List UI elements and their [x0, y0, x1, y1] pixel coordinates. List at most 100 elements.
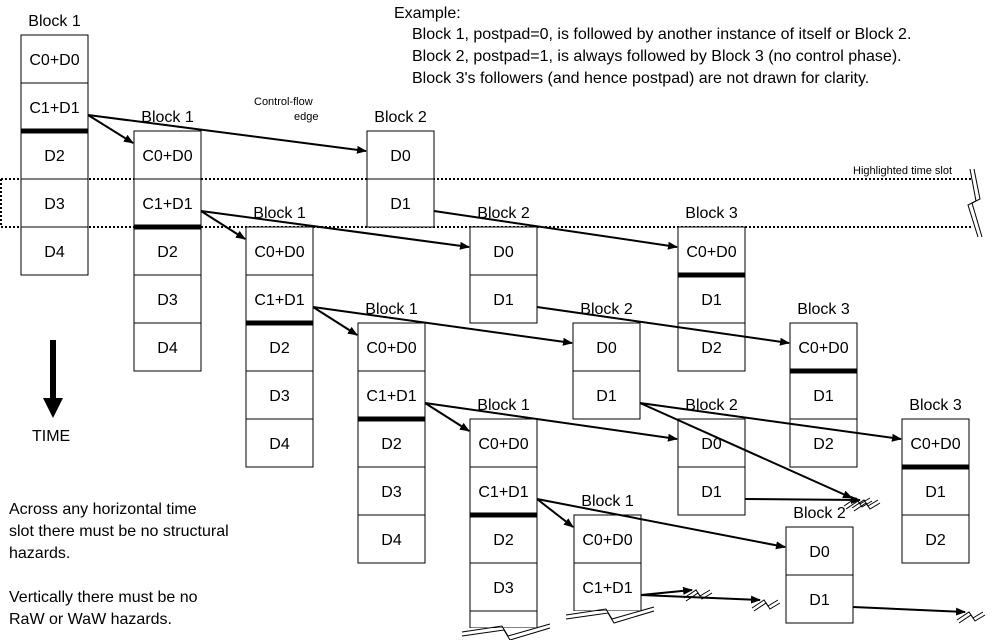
block-cell: D1: [390, 196, 411, 213]
break-mark-icon: [461, 623, 551, 640]
control-flow-edge: [312, 306, 573, 346]
block-cell: C0+D0: [254, 244, 304, 261]
control-flow-edge: [200, 210, 246, 240]
block-cell: D1: [925, 484, 946, 501]
break-mark-icon: [751, 599, 781, 612]
break-mark-icon: [851, 499, 881, 512]
block-cell: D3: [157, 292, 178, 309]
vertical-note-1: Vertically there must be no: [9, 589, 198, 606]
block-cell: D3: [493, 580, 514, 597]
control-flow-edge-label-2: edge: [294, 111, 319, 123]
block-cell: D3: [269, 388, 290, 405]
example-line-2: Block 2, postpad=1, is always followed b…: [412, 48, 902, 65]
block-cell: D4: [381, 532, 402, 549]
example-line-1: Block 1, postpad=0, is followed by anoth…: [412, 26, 912, 43]
block-cell: D0: [701, 436, 722, 453]
structural-note-2: slot there must be no structural: [9, 523, 229, 540]
block-cell: D1: [813, 388, 834, 405]
block-title: Block 3: [685, 205, 738, 222]
block-cell: C0+D0: [142, 148, 192, 165]
block-title: Block 2: [477, 205, 530, 222]
block-cell: D2: [381, 436, 402, 453]
block-title: Block 1: [141, 109, 194, 126]
control-flow-edge: [744, 495, 861, 504]
control-flow-edge: [433, 210, 678, 250]
example-line-3: Block 3's followers (and hence postpad) …: [412, 70, 870, 87]
block-title: Block 3: [909, 397, 962, 414]
block-cell: C1+D1: [254, 292, 304, 309]
block-cell: D0: [809, 544, 830, 561]
block-cell: D2: [269, 340, 290, 357]
block-cell: D2: [157, 244, 178, 261]
control-flow-edge: [87, 114, 367, 154]
block-title: Block 2: [685, 397, 738, 414]
time-arrow-icon: [43, 340, 63, 418]
block-cell: D1: [596, 388, 617, 405]
block-title: Block 1: [253, 205, 306, 222]
break-mark-icon: [956, 611, 986, 624]
block-title: Block 1: [28, 13, 81, 30]
control-flow-edge: [200, 210, 470, 250]
control-flow-edge: [536, 498, 786, 550]
block-cell: D4: [269, 436, 290, 453]
block-cell: D1: [493, 292, 514, 309]
block-cell: D4: [44, 244, 65, 261]
control-flow-edge: [536, 306, 790, 346]
control-flow-edge: [852, 606, 966, 616]
block-cell: C0+D0: [910, 436, 960, 453]
block-cell: D3: [44, 196, 65, 213]
block-cell: C1+D1: [29, 100, 79, 117]
block-cell: C1+D1: [478, 484, 528, 501]
block-title: Block 2: [793, 505, 846, 522]
control-flow-edge: [536, 498, 574, 528]
block-title: Block 1: [581, 493, 634, 510]
block-title: Block 2: [580, 301, 633, 318]
block-cell: C1+D1: [142, 196, 192, 213]
example-heading: Example:: [394, 5, 461, 22]
block-cell: C0+D0: [798, 340, 848, 357]
control-flow-edge: [639, 402, 902, 442]
block-cell: D3: [381, 484, 402, 501]
time-label: TIME: [32, 428, 71, 445]
block-cell: D2: [44, 148, 65, 165]
structural-note-1: Across any horizontal time: [9, 501, 197, 518]
block-cell: C0+D0: [366, 340, 416, 357]
structural-note-3: hazards.: [9, 545, 71, 562]
control-flow-edge: [424, 402, 470, 432]
block-cell: C0+D0: [582, 532, 632, 549]
block-cell: D2: [925, 532, 946, 549]
block-title: Block 3: [797, 301, 850, 318]
control-flow-edge: [424, 402, 678, 442]
block-cell: C0+D0: [478, 436, 528, 453]
block-cell: D2: [493, 532, 514, 549]
block-cell: D1: [809, 592, 830, 609]
control-flow-edge: [639, 402, 853, 499]
block-cell: C1+D1: [366, 388, 416, 405]
block-cell: D1: [701, 292, 722, 309]
block-cell: D2: [813, 436, 834, 453]
break-mark-icon: [565, 606, 655, 624]
block-title: Block 2: [374, 109, 427, 126]
control-flow-edge: [87, 114, 134, 144]
block-title: Block 1: [365, 301, 418, 318]
block-cell: D2: [701, 340, 722, 357]
block-cell: C1+D1: [582, 580, 632, 597]
highlighted-time-slot-label: Highlighted time slot: [853, 165, 953, 177]
block-cell: D1: [701, 484, 722, 501]
block-cell: D0: [596, 340, 617, 357]
block-cell: C0+D0: [686, 244, 736, 261]
